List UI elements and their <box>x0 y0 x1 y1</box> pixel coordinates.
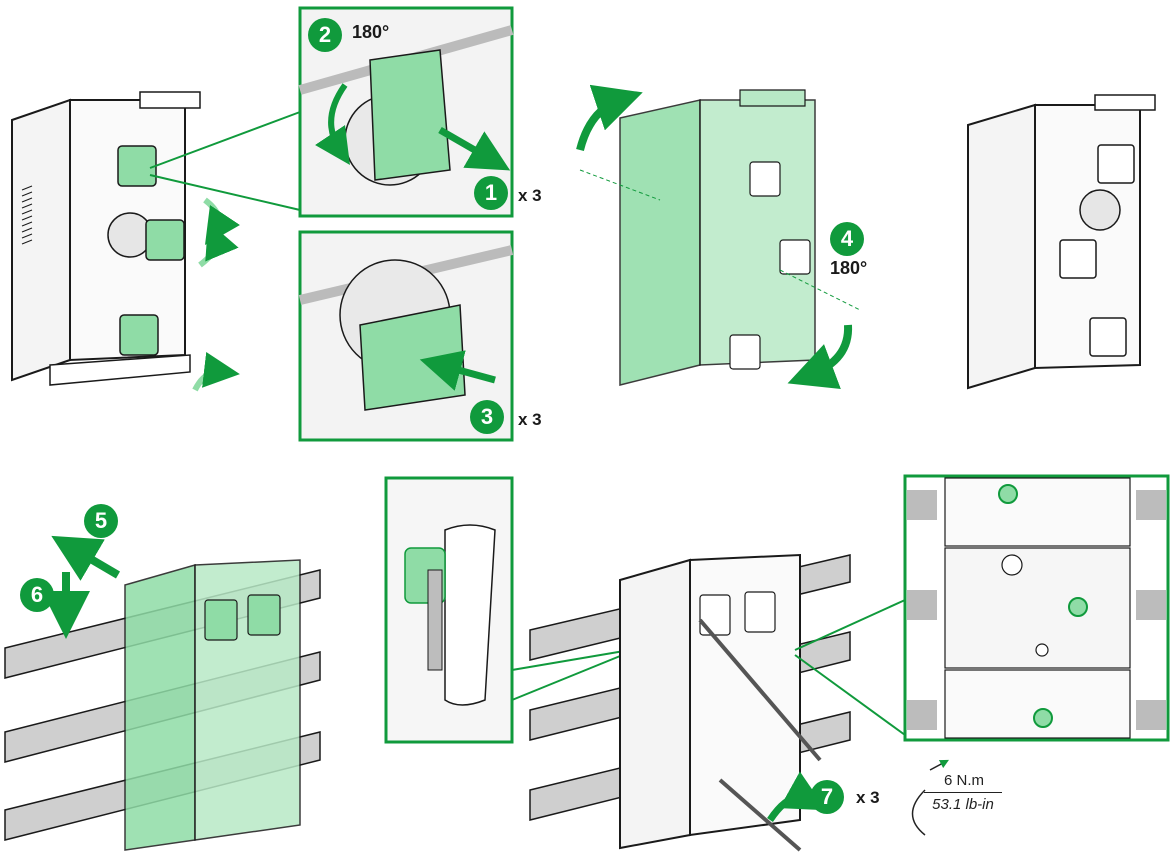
step-7-multiplier: x 3 <box>856 788 880 807</box>
step-badge-1: 1 <box>474 176 508 210</box>
detail-box-screws <box>903 474 1170 742</box>
step-badge-7: 7 <box>810 780 844 814</box>
step-badge-5: 5 <box>84 504 118 538</box>
step-badge-2: 2 <box>308 18 342 52</box>
torque-divider <box>924 792 1002 793</box>
detail-box-step-3 <box>298 230 514 442</box>
torque-imperial: 53.1 lb-in <box>932 796 994 813</box>
step-badge-3: 3 <box>470 400 504 434</box>
step-4-angle: 180° <box>830 258 868 278</box>
green-frame-rotation <box>576 84 861 390</box>
step-badge-4: 4 <box>830 222 864 256</box>
torque-metric: 6 N.m <box>943 772 984 789</box>
busbar-mount-center <box>529 553 906 852</box>
step-2-angle: 180° <box>352 22 390 42</box>
step-badge-6: 6 <box>20 578 54 612</box>
step-1-multiplier: x 3 <box>518 186 542 205</box>
detail-box-steps-1-2 <box>298 6 514 218</box>
busbar-mount-left <box>4 535 321 851</box>
torque-arrow-icon <box>911 789 926 836</box>
detail-box-clip <box>384 476 631 744</box>
base-frame-top-left <box>11 91 301 392</box>
step-3-multiplier: x 3 <box>518 410 542 429</box>
finished-frame-top-right <box>967 94 1156 390</box>
torque-spec: 6 N.m 53.1 lb-in <box>912 762 1012 834</box>
